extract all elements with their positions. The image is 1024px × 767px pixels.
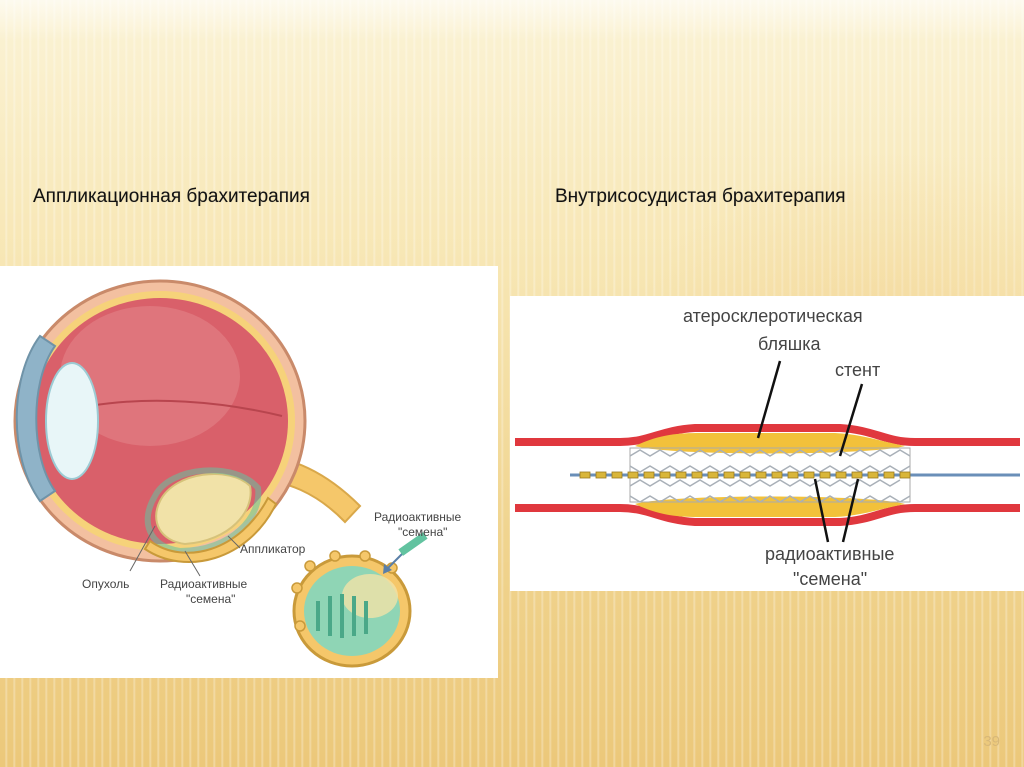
vessel-diagram-panel: атеросклеротическая бляшка стент радиоак… — [510, 296, 1024, 591]
title-intravascular-brachytherapy: Внутрисосудистая брахитерапия — [555, 186, 846, 207]
eye-diagram: Аппликатор Опухоль Радиоактивные "семена… — [13, 279, 462, 668]
eye-diagram-panel: Аппликатор Опухоль Радиоактивные "семена… — [0, 266, 498, 678]
seeds-leader — [184, 550, 201, 577]
tumor-label: Опухоль — [82, 577, 129, 591]
plaque-label-line2: бляшка — [758, 334, 821, 354]
vessel-diagram: атеросклеротическая бляшка стент радиоак… — [515, 306, 1020, 589]
plaque-label-line1: атеросклеротическая — [683, 306, 863, 326]
applicator-plate — [143, 496, 278, 563]
seed-chain — [579, 471, 911, 479]
vessel-wall-top — [515, 424, 1020, 446]
stent-mesh — [629, 449, 911, 503]
vessel-wall-bottom — [515, 504, 1020, 526]
lens — [45, 362, 99, 480]
detail-seeds-label-line2: "семена" — [398, 525, 447, 539]
tumor — [155, 473, 252, 546]
seeds-glow — [144, 467, 262, 555]
page-number: 39 — [983, 733, 1000, 750]
globe-line — [89, 399, 283, 417]
detail-seeds-label-line1: Радиоактивные — [374, 510, 462, 524]
plaque-top — [635, 433, 905, 454]
globe-highlight — [60, 306, 240, 446]
seeds-label-line2: "семена" — [793, 569, 867, 589]
applicator-detail-highlight — [342, 574, 398, 618]
seeds-label-line1: Радиоактивные — [160, 577, 248, 591]
plaque-leader — [756, 360, 782, 439]
seed-rods — [316, 594, 368, 638]
seeds-leader-1 — [813, 478, 830, 543]
seeds-leader-2 — [841, 478, 860, 543]
seed-capsule — [398, 532, 428, 556]
seeds-label-line1: радиоактивные — [765, 544, 894, 564]
stent-leader — [838, 383, 864, 457]
applicator-label: Аппликатор — [240, 542, 306, 556]
seeds-label-line2: "семена" — [186, 592, 235, 606]
applicator-leader — [227, 535, 241, 549]
stent-label: стент — [835, 360, 880, 380]
seed-arrow-head — [383, 564, 392, 574]
cornea — [15, 334, 57, 503]
title-applicator-brachytherapy: Аппликационная брахитерапия — [33, 186, 310, 207]
tumor-leader — [129, 525, 156, 572]
